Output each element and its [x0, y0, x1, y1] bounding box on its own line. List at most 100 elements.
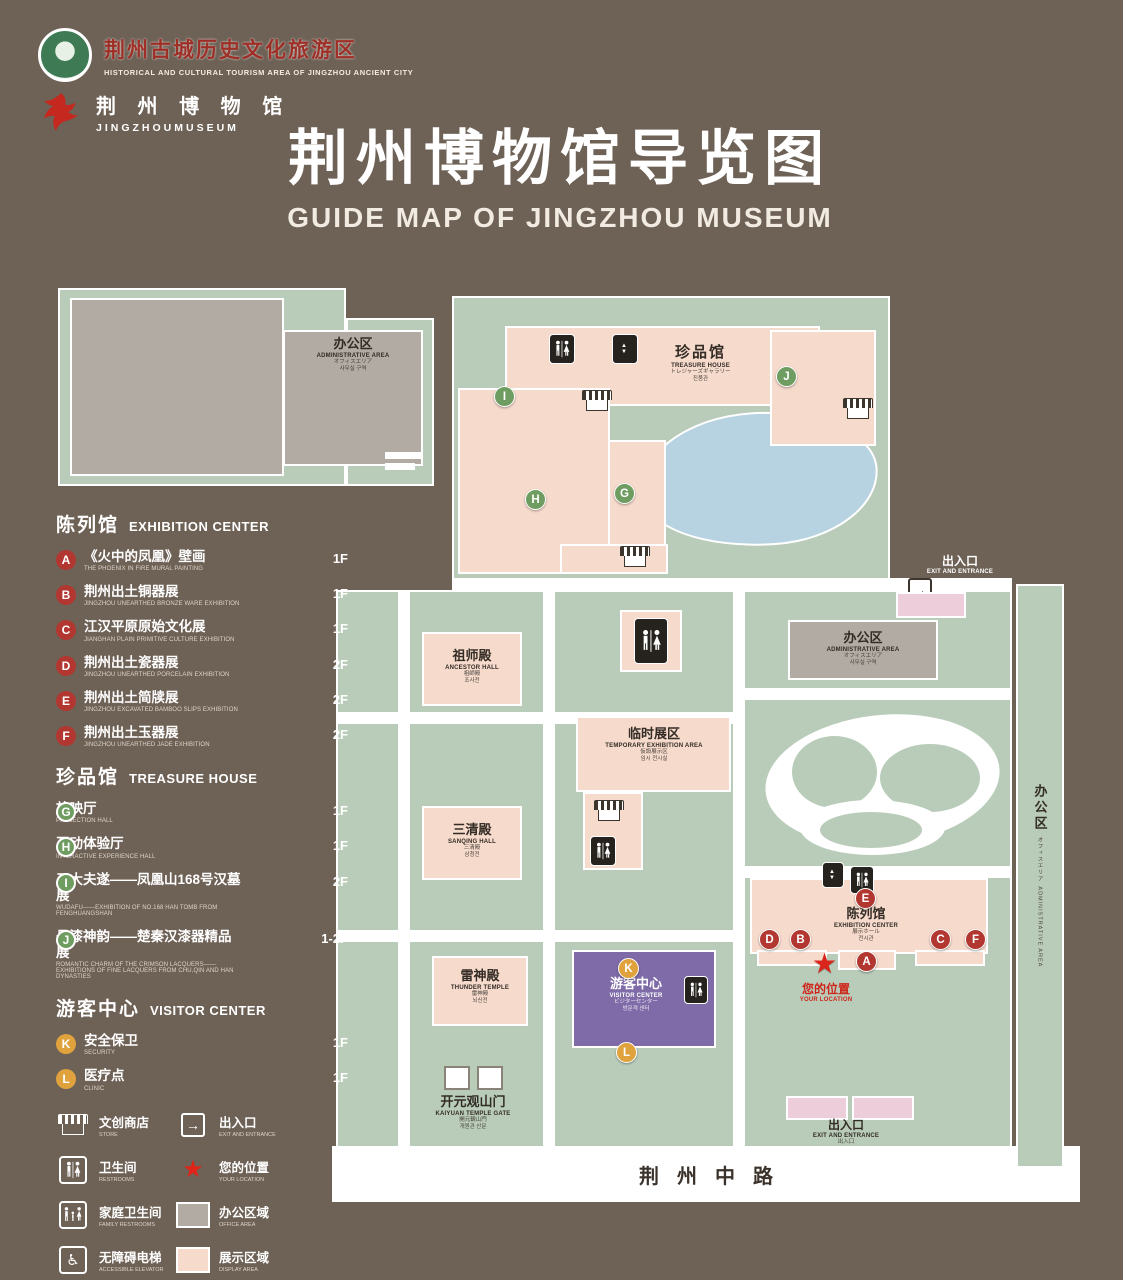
legend-item-g: G 放映厅 PROJECTION HALL 1F: [56, 801, 348, 825]
restroom-icon: [549, 334, 575, 364]
location-star-icon: ★: [182, 1155, 204, 1183]
tourism-logo-row: 荆州古城历史文化旅游区 HISTORICAL AND CULTURAL TOUR…: [38, 28, 413, 82]
museum-name-en: JINGZHOUMUSEUM: [96, 122, 239, 134]
admin-strip: [1016, 584, 1064, 1168]
garden-lawn: [820, 812, 922, 848]
steps: [385, 463, 415, 470]
gate-structure: [444, 1066, 470, 1090]
map-marker-d: D: [759, 929, 780, 950]
title-block: 荆州博物馆导览图 GUIDE MAP OF JINGZHOU MUSEUM: [250, 126, 870, 234]
legend-item-a: A 《火中的凤凰》壁画 THE PHOENIX IN FIRE MURAL PA…: [56, 549, 348, 572]
map-marker-l: L: [616, 1042, 637, 1063]
your-location-label: 您的位置 YOUR LOCATION: [799, 982, 853, 1004]
legend-symbol-location: ★ 您的位置 YOUR LOCATION: [176, 1155, 342, 1185]
store-icon: [582, 390, 612, 411]
treasure-house-label: 珍品馆 TREASURE HOUSE トレジャーズギャラリー 진품관: [670, 344, 731, 383]
map-marker-a: A: [856, 951, 877, 972]
marker-b-icon: B: [56, 585, 76, 606]
legend-item-e: E 荆州出土简牍展 JINGZHOU EXCAVATED BAMBOO SLIP…: [56, 690, 348, 713]
your-location-star-icon: ★: [812, 948, 838, 979]
marker-f-icon: F: [56, 725, 76, 746]
family-restroom-icon: [56, 1200, 90, 1230]
store-icon: [594, 800, 624, 821]
page-subtitle: GUIDE MAP OF JINGZHOU MUSEUM: [287, 202, 833, 233]
walkway: [452, 578, 1012, 590]
entrance-pad: [786, 1096, 848, 1120]
map-marker-j: J: [776, 366, 797, 387]
marker-l-icon: L: [56, 1069, 76, 1090]
map-marker-h: H: [525, 489, 546, 510]
store-icon: [620, 546, 650, 567]
road: 荆州中路: [332, 1146, 1080, 1202]
walkway: [745, 688, 1012, 700]
treasure-house-south: [560, 544, 668, 574]
visitor-center-label: 游客中心 VISITOR CENTER ビジターセンター 방문객 센터: [609, 976, 663, 1012]
legend-item-i: I 五大夫遂——凤凰山168号汉墓展 WUDAFU——EXHIBITION OF…: [56, 871, 348, 917]
legend-item-h: H 互动体验厅 INTERACTIVE EXPERIENCE HALL 1F: [56, 836, 348, 860]
legend-section-exhibition: 陈列馆 EXHIBITION CENTER: [56, 515, 269, 536]
legend-item-k: K 安全保卫 SECURITY 1F: [56, 1033, 348, 1056]
display-area-swatch: [176, 1245, 210, 1275]
ancestor-hall-label: 祖师殿 ANCESTOR HALL 祖師殿 조사전: [445, 648, 499, 684]
walkway: [745, 866, 1012, 878]
map-marker-k: K: [618, 958, 639, 979]
tourism-area-name-en: HISTORICAL AND CULTURAL TOURISM AREA OF …: [104, 67, 414, 77]
ancestor-hall: [422, 632, 522, 706]
entrance-bottom-label: 出入口 EXIT AND ENTRANCE 出入口: [812, 1118, 880, 1146]
symbol-legend: 文创商店 STORE → 出入口 EXIT AND ENTRANCE 卫生间 R…: [56, 1110, 348, 1280]
admin-building-west-wing: [283, 330, 423, 466]
legend-symbol-entrance: → 出入口 EXIT AND ENTRANCE: [176, 1110, 342, 1140]
marker-d-icon: D: [56, 655, 76, 676]
admin-top-label: 办公区 ADMINISTRATIVE AREA オフィスエリア 사무실 구역: [316, 336, 390, 372]
walkway: [336, 930, 745, 942]
legend-symbol-accessible-elevator: ♿ 无障碍电梯 ACCESSIBLE ELEVATOR: [56, 1245, 176, 1275]
restroom-icon: [634, 618, 668, 664]
legend-item-l: L 医疗点 CLINIC 1F: [56, 1068, 348, 1092]
map-marker-i: I: [494, 386, 515, 407]
walkway: [398, 590, 410, 1148]
kaiyuan-gate-label: 开元观山门 KAIYUAN TEMPLE GATE 開元観山門 개원관 산문: [435, 1094, 511, 1130]
marker-k-icon: K: [56, 1034, 76, 1055]
marker-i-icon: I: [56, 872, 76, 893]
steps: [385, 452, 423, 459]
gate-structure: [477, 1066, 503, 1090]
marker-a-icon: A: [56, 550, 76, 570]
legend-symbol-store: 文创商店 STORE: [56, 1110, 176, 1140]
exhibition-center-wing: [757, 950, 827, 966]
legend-symbol-display-area: 展示区域 DISPLAY AREA: [176, 1245, 342, 1275]
museum-name: 荆 州 博 物 馆: [96, 96, 291, 118]
phoenix-logo-icon: [44, 93, 78, 131]
marker-c-icon: C: [56, 620, 76, 641]
thunder-temple-label: 雷神殿 THUNDER TEMPLE 雷神殿 뇌신전: [450, 968, 510, 1004]
legend-section-visitor: 游客中心 VISITOR CENTER: [56, 999, 266, 1021]
admin-center-label: 办公区 ADMINISTRATIVE AREA オフィスエリア 사무실 구역: [826, 630, 900, 666]
entrance-pad: [852, 1096, 914, 1120]
legend-item-b: B 荆州出土铜器展 JINGZHOU UNEARTHED BRONZE WARE…: [56, 584, 348, 607]
admin-building-west: [70, 298, 284, 476]
restroom-icon: [56, 1155, 90, 1185]
treasure-house-west-wing: [458, 388, 610, 574]
map-marker-f: F: [965, 929, 986, 950]
office-area-swatch: [176, 1200, 210, 1230]
tourism-area-name: 荆州古城历史文化旅游区: [104, 38, 357, 62]
temporary-exhibition-label: 临时展区 TEMPORARY EXHIBITION AREA 仮設展示区 임시 …: [605, 726, 703, 762]
garden-lawn: [792, 736, 877, 808]
legend-symbol-office-area: 办公区域 OFFICE AREA: [176, 1200, 342, 1230]
walkway: [733, 590, 745, 1148]
elevator-icon: ▲▼: [612, 334, 638, 364]
entrance-icon: →: [176, 1110, 210, 1140]
restroom-icon: [684, 976, 708, 1004]
sanqing-hall-label: 三清殿 SANQING HALL 三清殿 삼청전: [447, 822, 497, 858]
legend-symbol-restroom: 卫生间 RESTROOMS: [56, 1155, 176, 1185]
legend-section-treasure: 珍品馆 TREASURE HOUSE: [56, 767, 258, 789]
legend-item-c: C 江汉平原原始文化展 JIANGHAN PLAIN PRIMITIVE CUL…: [56, 619, 348, 643]
legend-item-d: D 荆州出土瓷器展 JINGZHOU UNEARTHED PORCELAIN E…: [56, 655, 348, 678]
map-marker-b: B: [790, 929, 811, 950]
page-title: 荆州博物馆导览图: [288, 125, 832, 192]
admin-strip-label: 办公区 オフィスエリア ADMINISTRATIVE AREA: [1032, 784, 1048, 968]
marker-j-icon: J: [56, 929, 76, 950]
road-name: 荆州中路: [639, 1165, 791, 1188]
elevator-icon: ▲▼: [822, 862, 844, 888]
map-marker-g: G: [614, 483, 635, 504]
